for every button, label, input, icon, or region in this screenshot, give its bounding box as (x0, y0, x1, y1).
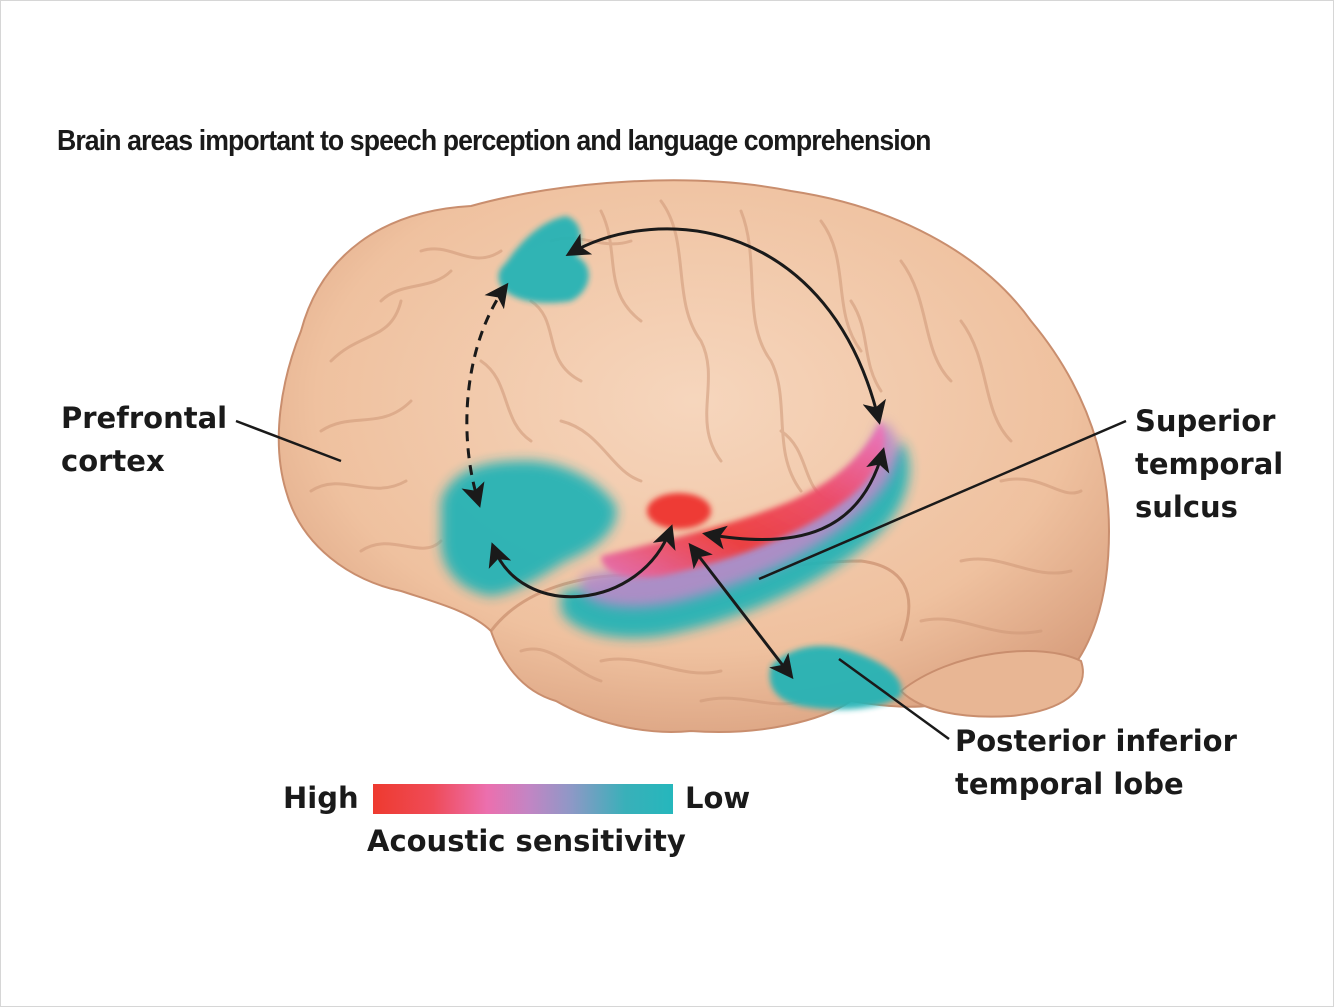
label-superior-temporal-sulcus: Superior temporal sulcus (1135, 400, 1283, 529)
label-pitl-line1: Posterior inferior (955, 724, 1237, 758)
arrow-parietal-to-sts (565, 227, 886, 425)
leader-lines (235, 419, 1127, 741)
legend-caption: Acoustic sensitivity (367, 824, 686, 858)
figure-title: Brain areas important to speech percepti… (57, 125, 931, 157)
region-posterior-inferior-temporal (769, 646, 902, 710)
arrow-prefrontal-to-auditory (488, 524, 676, 599)
leader-pitl (838, 657, 950, 741)
region-auditory-hotspot (647, 493, 711, 529)
legend-low-label: Low (685, 781, 751, 815)
label-prefrontal-line2: cortex (61, 444, 165, 478)
label-sts-line2: temporal (1135, 447, 1284, 481)
connection-arrows (461, 227, 890, 680)
label-sts-line1: Superior (1135, 404, 1276, 438)
label-prefrontal-cortex: Prefrontal cortex (61, 397, 227, 483)
arrow-parietal-to-prefrontal-dashed (461, 282, 509, 508)
label-pitl-line2: temporal lobe (955, 767, 1184, 801)
brain-cerebellum (899, 650, 1084, 718)
legend-gradient-bar (373, 784, 673, 814)
leader-prefrontal (235, 419, 342, 463)
label-prefrontal-line1: Prefrontal (61, 401, 228, 435)
leader-sts (758, 419, 1127, 581)
arrow-auditory-to-pitl (688, 542, 794, 680)
arrow-auditory-to-sts (702, 447, 890, 550)
legend-high-label: High (283, 781, 359, 815)
brain-cerebrum (277, 179, 1111, 733)
label-sts-line3: sulcus (1135, 490, 1238, 524)
label-posterior-inferior-temporal-lobe: Posterior inferior temporal lobe (955, 720, 1237, 806)
